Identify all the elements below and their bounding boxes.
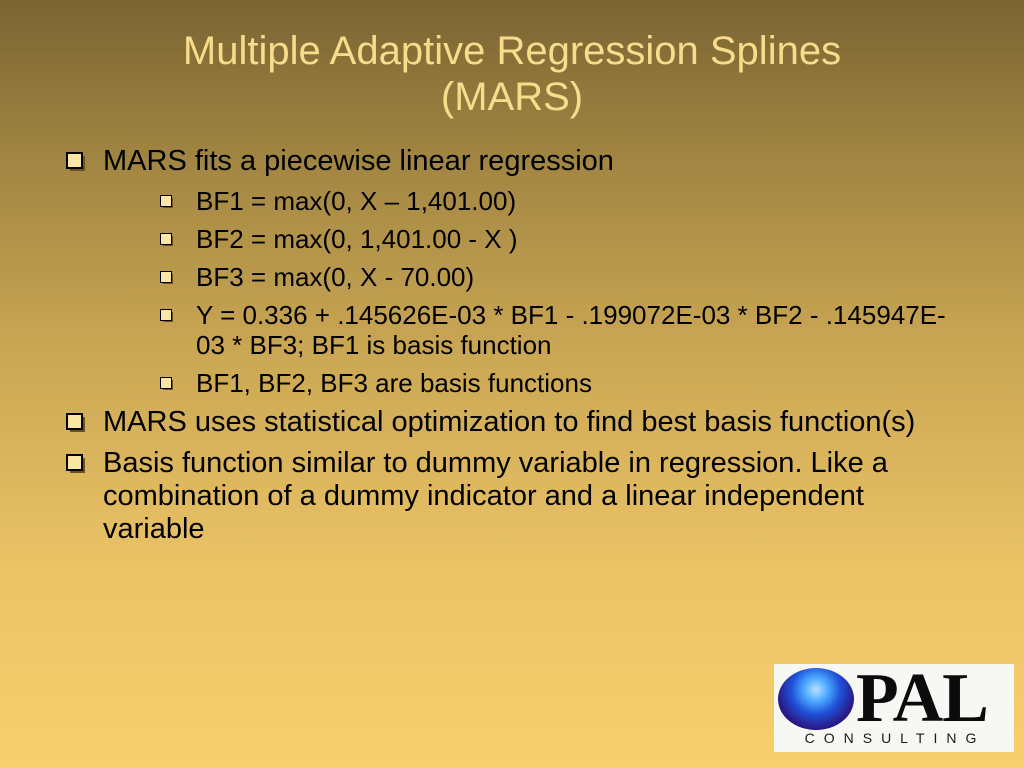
checkbox-bullet-icon [160, 271, 172, 283]
logo-tagline: CONSULTING [804, 730, 986, 746]
sub-bullet-item: BF1 = max(0, X – 1,401.00) [149, 186, 962, 216]
checkbox-bullet-icon [160, 233, 172, 245]
logo-wordmark: PAL [774, 660, 1014, 737]
bullet-item: MARS fits a piecewise linear regression … [62, 145, 962, 398]
slide-title-line-2: (MARS) [440, 75, 584, 119]
checkbox-bullet-icon [66, 454, 83, 471]
checkbox-bullet-icon [160, 309, 172, 321]
sub-bullet-text: BF3 = max(0, X - 70.00) [196, 262, 475, 292]
sub-bullet-text: Y = 0.336 + .145626E-03 * BF1 - .199072E… [196, 300, 946, 360]
bullet-item: MARS uses statistical optimization to fi… [62, 406, 962, 439]
sub-bullet-item: BF2 = max(0, 1,401.00 - X ) [149, 224, 962, 254]
sub-bullet-text: BF1 = max(0, X – 1,401.00) [196, 186, 517, 216]
opal-sphere-icon [778, 668, 854, 730]
slide-title: Multiple Adaptive Regression Splines (MA… [80, 28, 944, 120]
opal-consulting-logo: PAL CONSULTING [774, 664, 1014, 752]
checkbox-bullet-icon [160, 377, 172, 389]
bullet-item: Basis function similar to dummy variable… [62, 447, 962, 546]
bullet-text: Basis function similar to dummy variable… [103, 447, 888, 545]
checkbox-bullet-icon [66, 413, 83, 430]
logo-letters: PAL [856, 660, 989, 737]
slide-title-line-1: Multiple Adaptive Regression Splines [182, 29, 842, 73]
sub-bullet-item: Y = 0.336 + .145626E-03 * BF1 - .199072E… [149, 300, 962, 360]
bullet-text: MARS uses statistical optimization to fi… [103, 406, 916, 438]
bullet-text: MARS fits a piecewise linear regression [103, 145, 614, 177]
sub-bullet-item: BF1, BF2, BF3 are basis functions [149, 368, 962, 398]
checkbox-bullet-icon [66, 152, 83, 169]
sub-bullet-item: BF3 = max(0, X - 70.00) [149, 262, 962, 292]
checkbox-bullet-icon [160, 195, 172, 207]
bullet-list: MARS fits a piecewise linear regression … [62, 145, 962, 546]
sub-bullet-list: BF1 = max(0, X – 1,401.00) BF2 = max(0, … [103, 186, 962, 398]
sub-bullet-text: BF1, BF2, BF3 are basis functions [196, 368, 592, 398]
sub-bullet-text: BF2 = max(0, 1,401.00 - X ) [196, 224, 518, 254]
